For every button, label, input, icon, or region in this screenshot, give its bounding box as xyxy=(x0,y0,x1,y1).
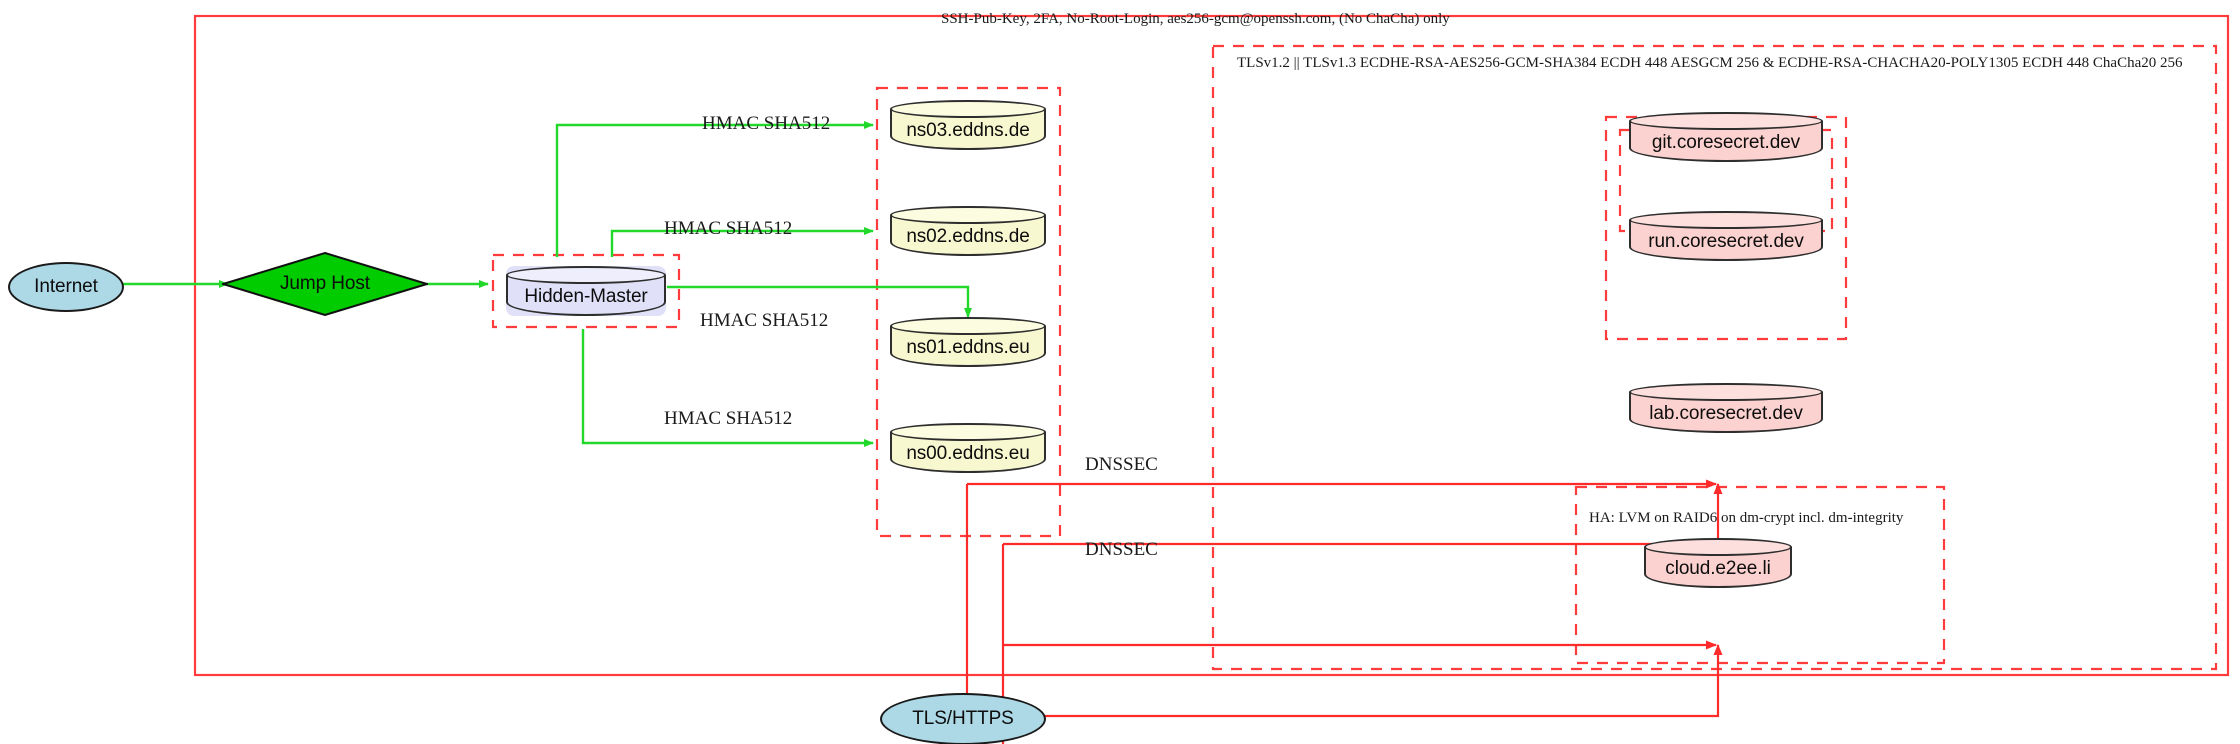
label-hmac-ns03: HMAC SHA512 xyxy=(702,113,831,134)
label-hmac-ns00: HMAC SHA512 xyxy=(664,408,793,429)
node-internet-label: Internet xyxy=(34,276,98,297)
node-tls-https[interactable]: TLS/HTTPS xyxy=(880,693,1046,744)
node-ns03[interactable]: ns03.eddns.de xyxy=(890,100,1046,150)
edge-master-to-ns00 xyxy=(581,329,874,447)
node-hidden-master-label: Hidden-Master xyxy=(524,286,648,307)
node-ns03-label: ns03.eddns.de xyxy=(906,120,1030,141)
node-jump-host-label: Jump Host xyxy=(280,273,370,294)
node-lab-coresecret[interactable]: lab.coresecret.dev xyxy=(1629,383,1823,433)
node-tls-https-label: TLS/HTTPS xyxy=(912,708,1014,729)
cluster-ha-storage xyxy=(1574,485,1946,665)
node-run-coresecret[interactable]: run.coresecret.dev xyxy=(1629,211,1823,261)
edge-tlshttps-right-run xyxy=(1042,700,1720,718)
node-ns02-label: ns02.eddns.de xyxy=(906,226,1030,247)
node-ns00[interactable]: ns00.eddns.eu xyxy=(890,423,1046,473)
label-ssh-policy: SSH-Pub-Key, 2FA, No-Root-Login, aes256-… xyxy=(941,11,1450,27)
label-dnssec-upper: DNSSEC xyxy=(1085,454,1158,475)
node-git-coresecret-label: git.coresecret.dev xyxy=(1651,132,1801,153)
cluster-tls-policy xyxy=(1211,44,2218,671)
label-hmac-ns02: HMAC SHA512 xyxy=(664,218,793,239)
node-internet[interactable]: Internet xyxy=(8,262,124,312)
edge-master-to-ns02 xyxy=(610,227,874,257)
label-ha-policy: HA: LVM on RAID6 on dm-crypt incl. dm-in… xyxy=(1589,510,1904,526)
cluster-dns-zone xyxy=(875,86,1062,538)
label-dnssec-lower: DNSSEC xyxy=(1085,539,1158,560)
edge-master-to-ns03 xyxy=(555,121,874,257)
node-ns00-label: ns00.eddns.eu xyxy=(906,443,1030,464)
node-cloud-e2ee-label: cloud.e2ee.li xyxy=(1665,558,1771,579)
label-tls-policy: TLSv1.2 || TLSv1.3 ECDHE-RSA-AES256-GCM-… xyxy=(1237,55,2183,71)
node-hidden-master[interactable]: Hidden-Master xyxy=(506,266,666,316)
node-ns01[interactable]: ns01.eddns.eu xyxy=(890,317,1046,367)
diamond-shape-icon xyxy=(222,252,428,316)
node-ns02[interactable]: ns02.eddns.de xyxy=(890,206,1046,256)
node-lab-coresecret-label: lab.coresecret.dev xyxy=(1649,403,1803,424)
node-git-coresecret[interactable]: git.coresecret.dev xyxy=(1629,112,1823,162)
node-run-coresecret-label: run.coresecret.dev xyxy=(1648,231,1804,252)
node-ns01-label: ns01.eddns.eu xyxy=(906,337,1030,358)
outer-security-boundary xyxy=(193,14,2230,677)
cluster-hidden-master xyxy=(491,253,681,329)
node-cloud-e2ee[interactable]: cloud.e2ee.li xyxy=(1644,538,1792,588)
edge-master-to-ns01 xyxy=(667,285,972,318)
label-hmac-ns01: HMAC SHA512 xyxy=(700,310,829,331)
node-jump-host[interactable]: Jump Host xyxy=(222,252,428,316)
